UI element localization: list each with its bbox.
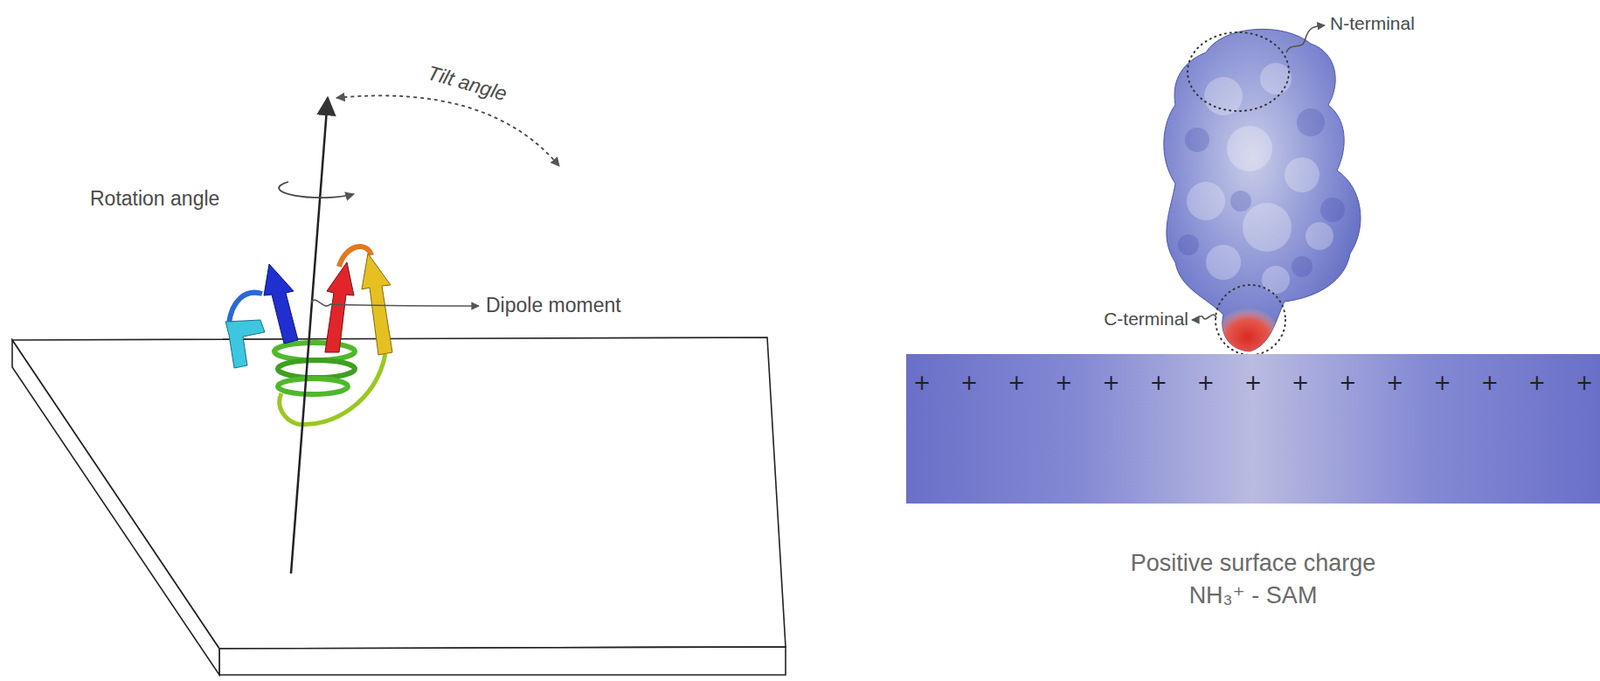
dipole-axis	[290, 97, 328, 574]
label: Tilt angle	[424, 61, 510, 107]
charge-sign: +	[1291, 372, 1310, 394]
charge-sign: +	[1054, 372, 1073, 394]
charge-sign: +	[1197, 372, 1215, 394]
charge-sign: +	[1528, 372, 1546, 394]
charge-sign: +	[1433, 372, 1452, 394]
leader-line	[1191, 314, 1217, 320]
label: NH₃⁺ - SAM	[1189, 581, 1318, 610]
protein-surface	[1163, 28, 1361, 357]
charge-sign: +	[1149, 372, 1168, 394]
charge-sign: +	[1385, 372, 1404, 394]
label: Dipole moment	[485, 293, 622, 319]
tilt-arrow	[336, 95, 560, 167]
charge-sign: +	[1102, 372, 1121, 394]
charged-surface-band: + + + + + + + + + + + + + + +	[906, 353, 1600, 504]
label: C-terminal	[1103, 307, 1189, 330]
leader-line	[311, 299, 479, 306]
n-terminal-circle	[1187, 32, 1289, 111]
charge-sign: +	[960, 372, 978, 394]
rotation-arrow	[278, 181, 354, 198]
substrate-slab	[12, 337, 786, 675]
label: Positive surface charge	[1130, 548, 1377, 577]
charge-sign: +	[913, 372, 931, 394]
label: Rotation angle	[90, 187, 220, 212]
label: N-terminal	[1329, 12, 1415, 35]
charge-sign: +	[1244, 372, 1262, 394]
charge-sign: +	[1007, 372, 1026, 394]
charge-sign: +	[1481, 372, 1499, 394]
charge-sign: +	[1575, 372, 1594, 394]
c-terminal-circle	[1215, 284, 1286, 355]
leader-line	[1286, 25, 1325, 53]
charge-sign: +	[1338, 372, 1357, 394]
